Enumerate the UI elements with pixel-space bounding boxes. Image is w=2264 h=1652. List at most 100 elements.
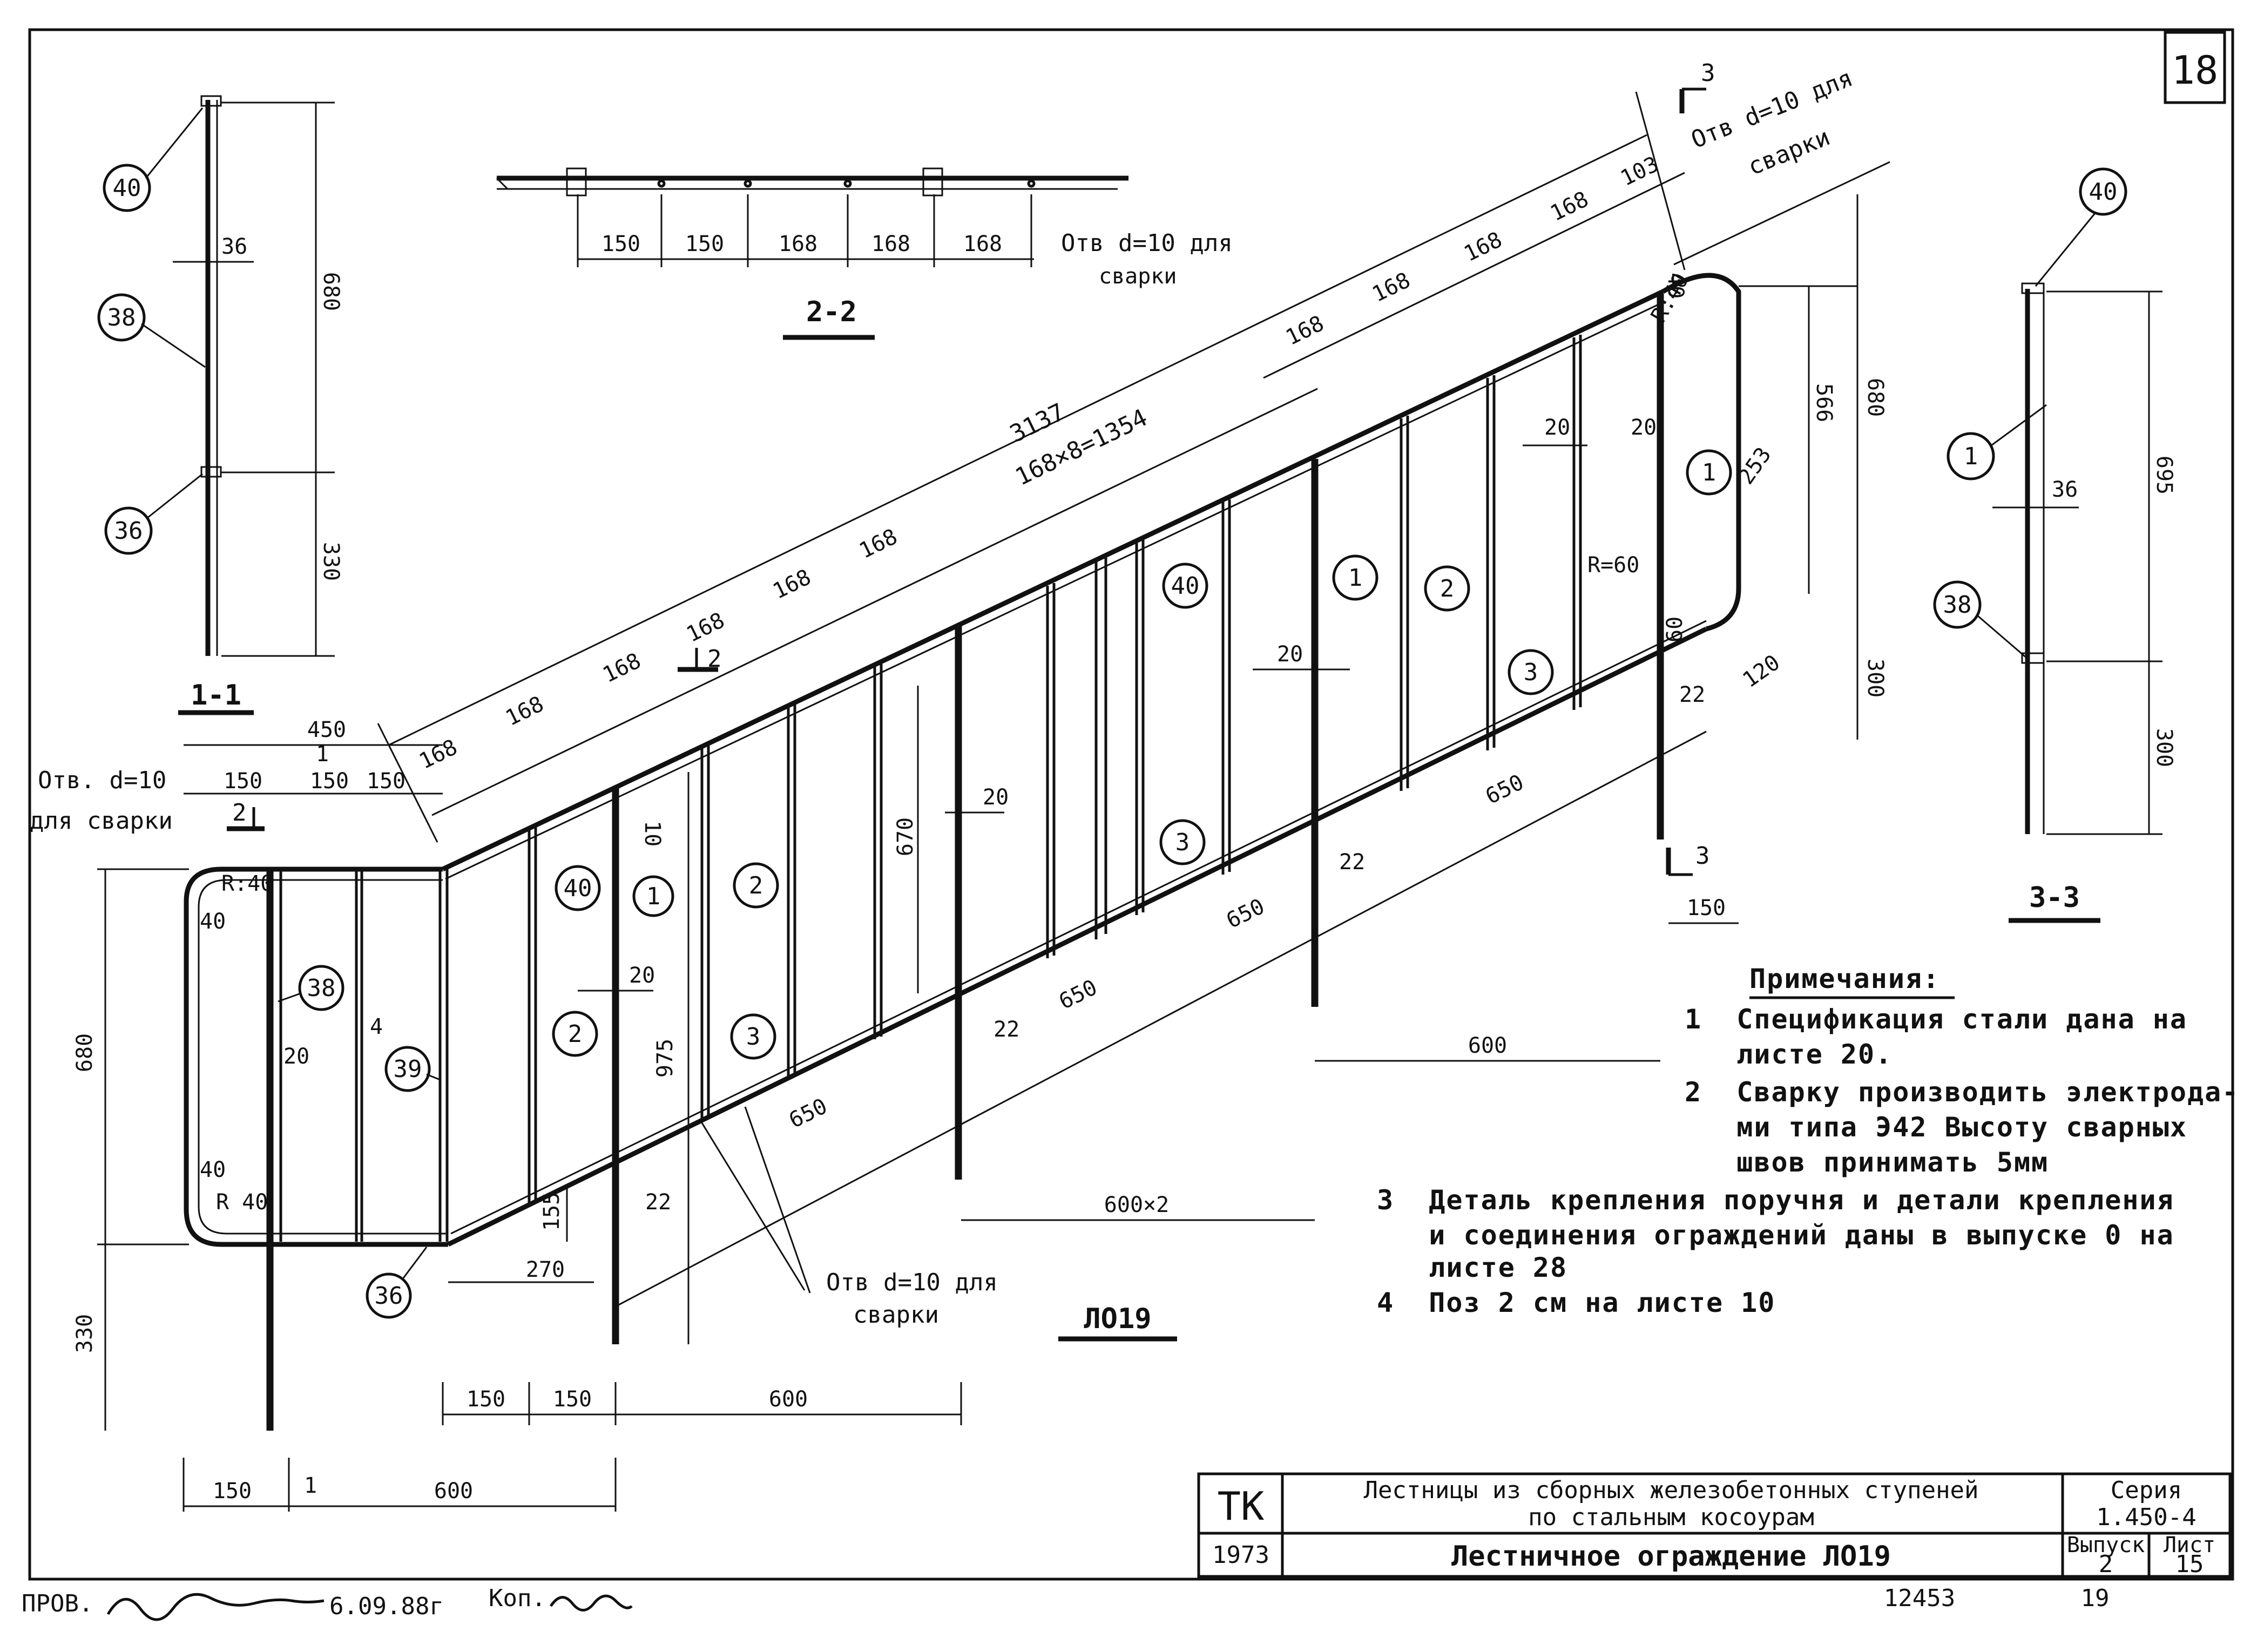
pos-1-callout-3 xyxy=(1947,432,1995,480)
svg-text:20: 20 xyxy=(1544,415,1570,440)
title-org: ТК xyxy=(1218,1484,1265,1529)
svg-text:168: 168 xyxy=(599,648,645,688)
svg-text:680: 680 xyxy=(1863,378,1888,417)
svg-text:155: 155 xyxy=(539,1192,564,1231)
title-block: ТК 1973 Лестницы из сборных железобетонн… xyxy=(1197,1472,2232,1578)
svg-text:1: 1 xyxy=(1702,459,1716,486)
title-line-1: Лестницы из сборных железобетонных ступе… xyxy=(1363,1477,1978,1504)
svg-text:1: 1 xyxy=(1348,564,1363,592)
svg-text:168: 168 xyxy=(502,692,548,731)
svg-text:сварки: сварки xyxy=(1099,264,1177,289)
svg-text:150: 150 xyxy=(602,232,640,256)
svg-text:600: 600 xyxy=(1468,1033,1507,1058)
svg-text:R:40: R:40 xyxy=(221,871,273,896)
svg-text:680: 680 xyxy=(319,272,343,311)
svg-text:22: 22 xyxy=(994,1017,1019,1042)
svg-text:150: 150 xyxy=(310,769,349,794)
svg-text:1: 1 xyxy=(316,742,329,767)
note-line: 3 Деталь крепления поручня и детали креп… xyxy=(1377,1184,2174,1216)
title-year: 1973 xyxy=(1212,1541,1269,1569)
svg-text:1: 1 xyxy=(304,1473,317,1498)
svg-text:Отв d=10 для: Отв d=10 для xyxy=(826,1269,998,1296)
svg-text:для сварки: для сварки xyxy=(30,807,173,835)
svg-text:40: 40 xyxy=(2089,178,2118,206)
svg-text:2: 2 xyxy=(232,799,247,827)
svg-text:38: 38 xyxy=(107,304,136,331)
svg-text:450: 450 xyxy=(307,717,346,742)
svg-text:150: 150 xyxy=(685,232,724,256)
pos-38-callout-3 xyxy=(1933,580,1982,629)
sheet-value: 15 xyxy=(2175,1551,2204,1578)
svg-text:22: 22 xyxy=(645,1190,671,1215)
notes: Примечания: 1 Спецификация стали дана на… xyxy=(1377,963,2239,1318)
svg-text:168: 168 xyxy=(682,608,728,647)
svg-text:R=60: R=60 xyxy=(1587,553,1639,578)
svg-text:39: 39 xyxy=(394,1055,422,1083)
note-line: 2 Сварку производить электрода- xyxy=(1685,1076,2239,1108)
svg-text:36: 36 xyxy=(114,517,143,545)
title-line-2: по стальным косоурам xyxy=(1528,1504,1814,1531)
svg-text:150: 150 xyxy=(213,1479,252,1504)
svg-text:R 40: R 40 xyxy=(216,1190,268,1215)
svg-text:650: 650 xyxy=(1222,894,1268,933)
note-line: 4 Поз 2 см на листе 10 xyxy=(1377,1287,1775,1318)
sheet-label: Лист xyxy=(2164,1533,2215,1558)
svg-text:168: 168 xyxy=(415,735,461,774)
copy-label: Коп. xyxy=(489,1585,546,1612)
page-number: 19 xyxy=(2081,1585,2110,1612)
svg-text:1: 1 xyxy=(1964,443,1978,470)
checked-signature xyxy=(106,1593,325,1621)
svg-text:600×2: 600×2 xyxy=(1104,1193,1169,1217)
svg-text:168: 168 xyxy=(779,232,817,256)
svg-text:40: 40 xyxy=(564,875,592,902)
svg-text:2: 2 xyxy=(1440,575,1455,602)
svg-text:сварки: сварки xyxy=(853,1301,939,1329)
svg-text:168: 168 xyxy=(1460,227,1506,267)
archive-number: 12453 xyxy=(1884,1585,1955,1612)
svg-text:40: 40 xyxy=(113,174,141,202)
svg-text:3: 3 xyxy=(1695,842,1710,870)
svg-text:38: 38 xyxy=(307,974,336,1002)
svg-text:330: 330 xyxy=(72,1314,97,1353)
svg-text:22: 22 xyxy=(1339,850,1365,875)
issue-value: 2 xyxy=(2099,1551,2113,1578)
sheet-number-box xyxy=(2164,31,2226,104)
svg-text:Отв d=10 для: Отв d=10 для xyxy=(1061,229,1233,257)
svg-text:22: 22 xyxy=(1679,682,1705,707)
section-2-2-label: 2-2 xyxy=(806,296,857,328)
svg-text:10: 10 xyxy=(640,821,665,847)
svg-text:120: 120 xyxy=(1738,650,1785,693)
section-3-3-label: 3-3 xyxy=(2029,882,2080,914)
svg-text:103: 103 xyxy=(1617,152,1662,191)
svg-text:330: 330 xyxy=(319,542,343,581)
svg-text:600: 600 xyxy=(434,1479,473,1504)
svg-text:600: 600 xyxy=(769,1387,808,1412)
svg-text:150: 150 xyxy=(367,769,406,794)
series-label: Серия xyxy=(2111,1477,2182,1504)
svg-text:36: 36 xyxy=(2052,477,2078,502)
section-3-3: 695 300 36 40 1 38 3-3 xyxy=(1933,167,2177,923)
drawing-label: ЛО19 xyxy=(1084,1303,1151,1335)
svg-text:40: 40 xyxy=(1663,273,1688,299)
checked-label: ПРОВ. xyxy=(22,1590,93,1617)
svg-text:150: 150 xyxy=(1687,896,1726,920)
svg-text:2: 2 xyxy=(749,872,763,899)
svg-text:3: 3 xyxy=(746,1023,761,1051)
note-line: швов принимать 5мм xyxy=(1685,1147,2049,1178)
svg-text:3: 3 xyxy=(1524,659,1538,686)
svg-text:150: 150 xyxy=(553,1387,592,1412)
svg-text:20: 20 xyxy=(1277,642,1303,667)
checked-date: 6.09.88г xyxy=(329,1593,444,1620)
svg-text:168: 168 xyxy=(769,565,815,604)
svg-text:650: 650 xyxy=(1055,975,1101,1014)
notes-heading: Примечания: xyxy=(1749,963,1940,994)
svg-text:150: 150 xyxy=(467,1387,505,1412)
svg-text:20: 20 xyxy=(983,785,1009,810)
svg-text:60: 60 xyxy=(1662,617,1687,642)
svg-text:680: 680 xyxy=(72,1033,97,1072)
svg-text:40: 40 xyxy=(1171,572,1200,600)
svg-text:3: 3 xyxy=(1701,59,1715,87)
note-line: листе 28 xyxy=(1377,1252,1567,1283)
svg-text:36: 36 xyxy=(375,1282,403,1310)
